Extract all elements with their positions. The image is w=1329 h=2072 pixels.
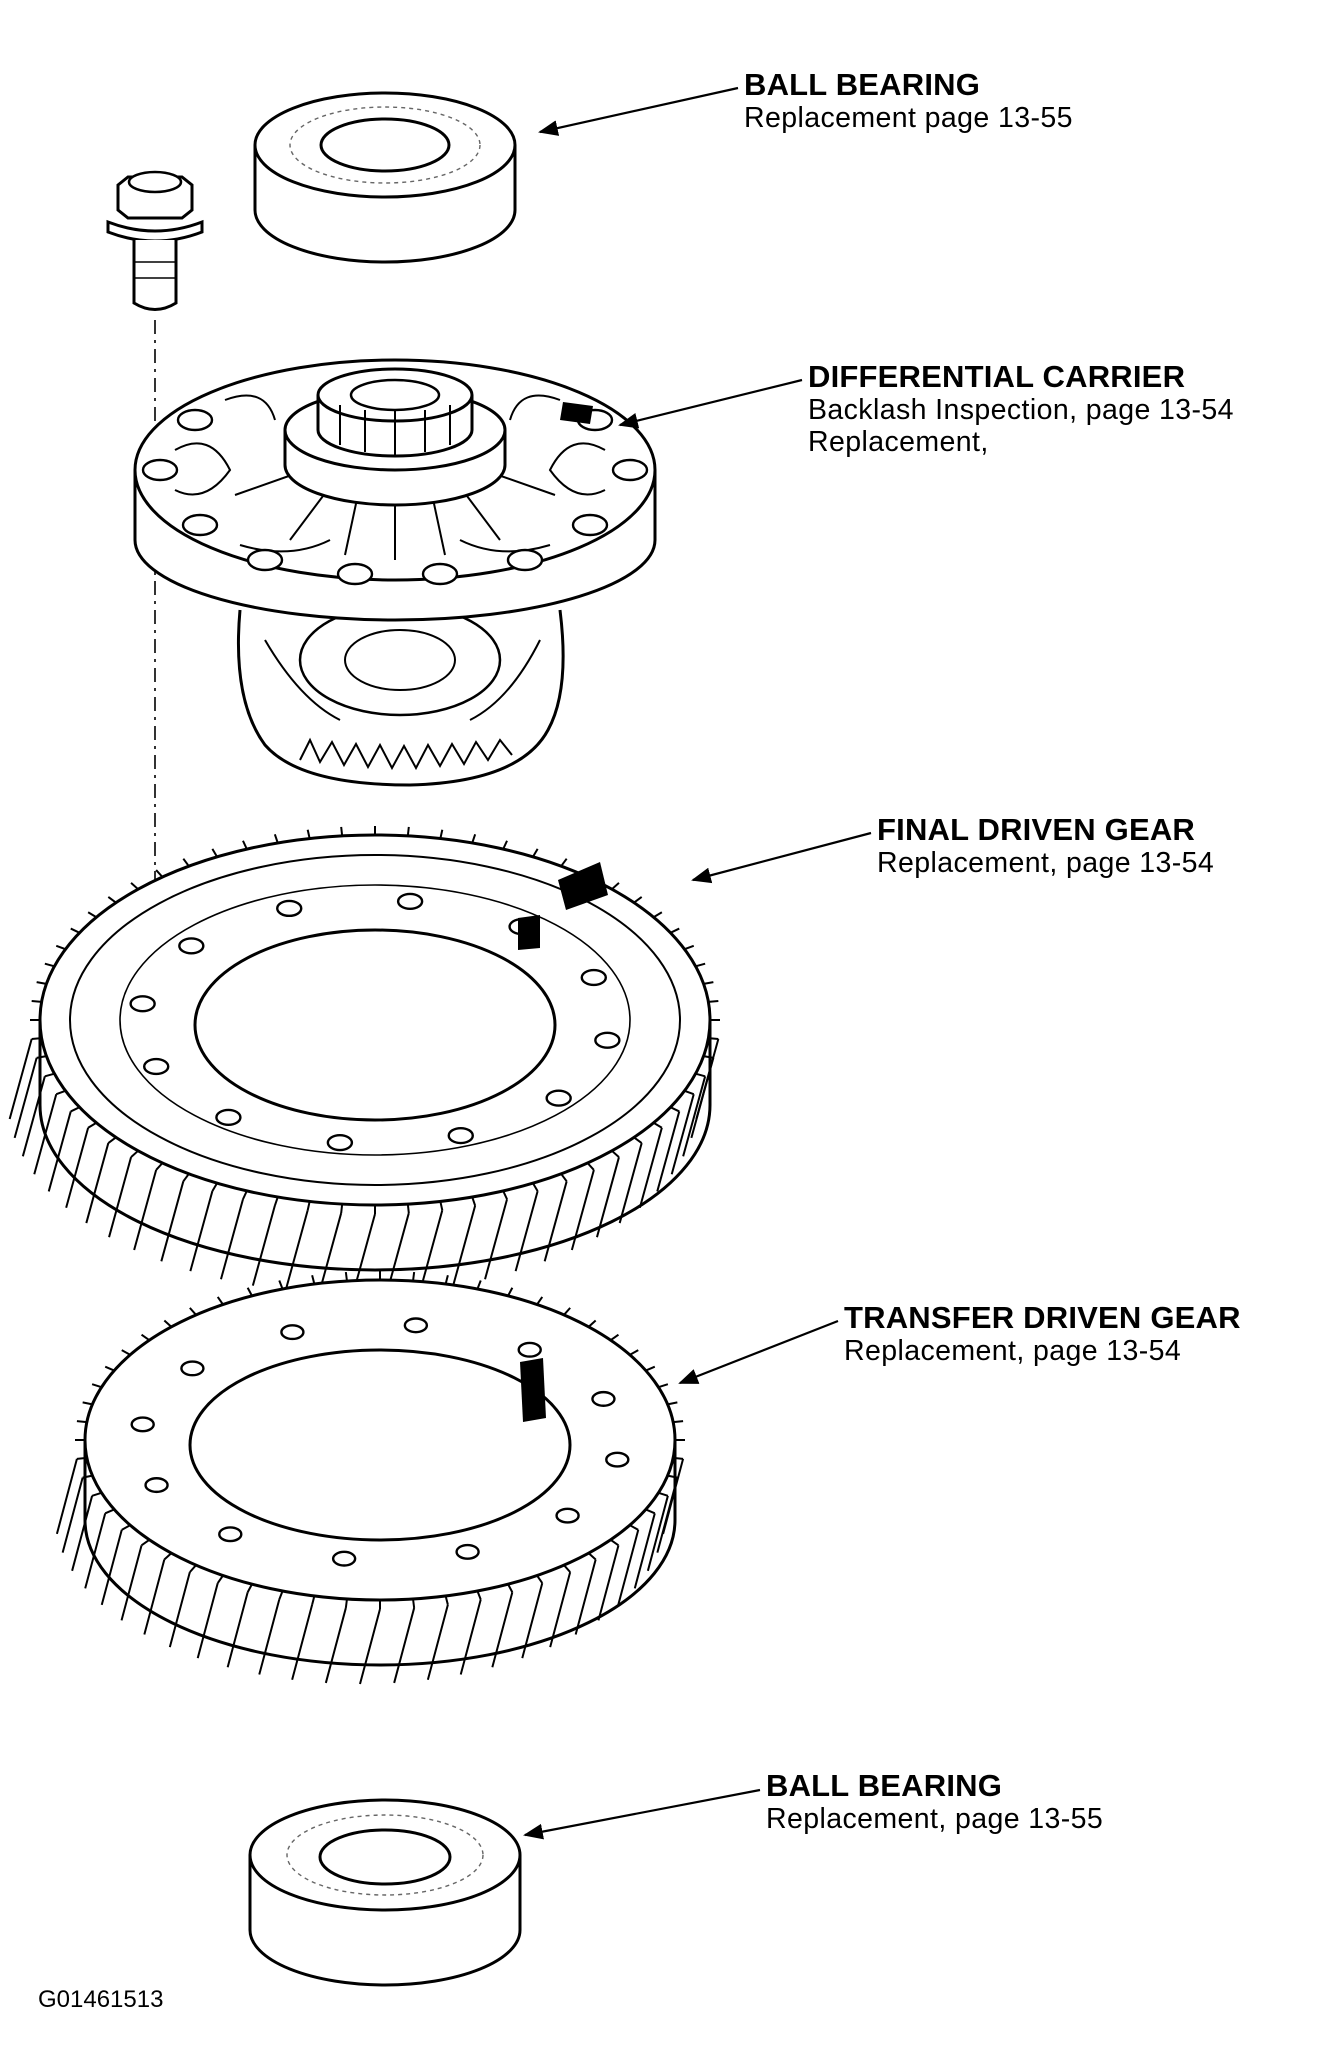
transfer-driven-gear-icon (55, 1271, 685, 1685)
part-reference: Backlash Inspection, page 13-54 (808, 393, 1234, 426)
part-reference: Replacement, (808, 425, 989, 458)
leader-ball-bearing-bottom (523, 1788, 761, 1840)
bolt-icon (106, 170, 204, 311)
final-driven-gear-label: FINAL DRIVEN GEAR Replacement, page 13-5… (877, 812, 1215, 880)
leader-final-driven-gear (691, 831, 872, 884)
leader-transfer-driven-gear (678, 1319, 839, 1385)
part-title: BALL BEARING (744, 67, 981, 102)
figure-code: G01461513 (38, 1986, 164, 2013)
leader-ball-bearing-top (538, 86, 739, 136)
differential-carrier-icon (133, 358, 657, 787)
ball-bearing-icon (248, 1798, 522, 1987)
part-reference: Replacement, page 13-54 (844, 1334, 1182, 1367)
part-reference: Replacement, page 13-54 (877, 846, 1215, 879)
ball-bearing-top-label: BALL BEARING Replacement page 13-55 (744, 67, 1073, 135)
transfer-driven-gear-label: TRANSFER DRIVEN GEAR Replacement, page 1… (844, 1300, 1241, 1368)
leader-differential-carrier (618, 378, 803, 429)
ball-bearing-bottom-label: BALL BEARING Replacement, page 13-55 (766, 1768, 1104, 1836)
differential-carrier-label: DIFFERENTIAL CARRIER Backlash Inspection… (808, 359, 1234, 459)
final-driven-gear-icon (8, 826, 720, 1295)
part-title: TRANSFER DRIVEN GEAR (844, 1300, 1241, 1335)
part-title: BALL BEARING (766, 1768, 1003, 1803)
leader-lines (523, 86, 872, 1840)
ball-bearing-icon (253, 91, 517, 264)
part-reference: Replacement, page 13-55 (766, 1802, 1104, 1835)
part-reference: Replacement page 13-55 (744, 101, 1073, 134)
part-title: FINAL DRIVEN GEAR (877, 812, 1196, 847)
part-title: DIFFERENTIAL CARRIER (808, 359, 1186, 394)
